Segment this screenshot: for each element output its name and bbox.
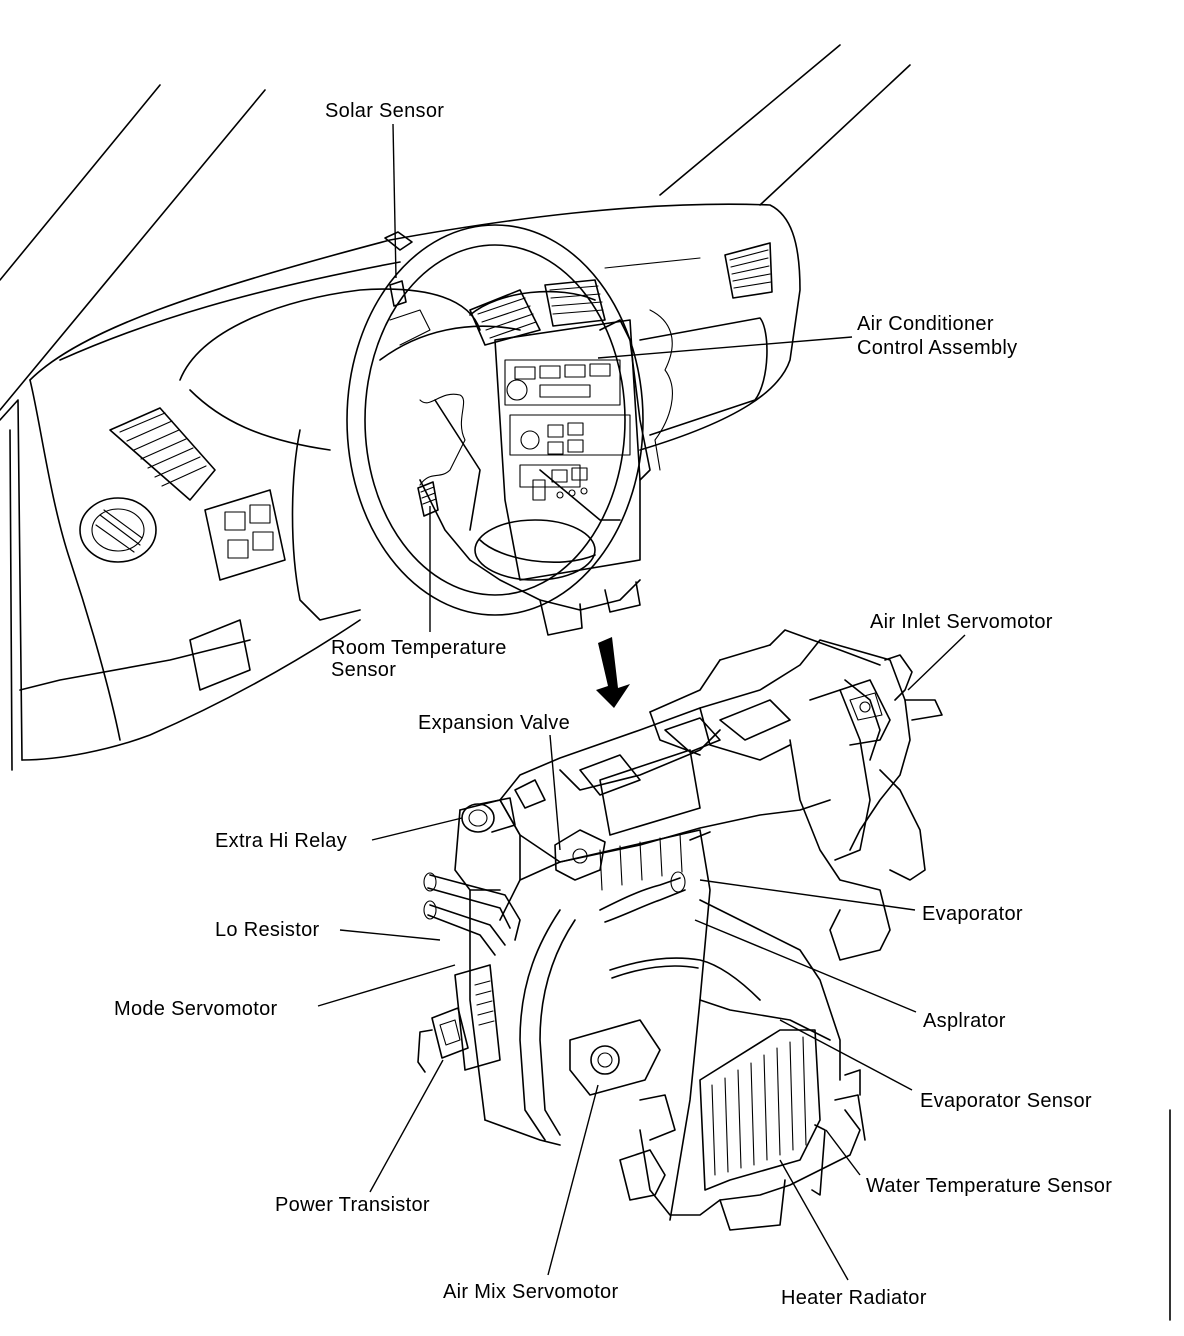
label-expansion-valve: Expansion Valve [418, 712, 570, 734]
label-room-temp-line2: Sensor [331, 659, 397, 681]
label-evaporator-sensor: Evaporator Sensor [920, 1090, 1092, 1112]
label-solar-sensor: Solar Sensor [325, 100, 445, 122]
label-air-inlet-servomotor: Air Inlet Servomotor [870, 611, 1053, 633]
label-air-mix-servomotor: Air Mix Servomotor [443, 1281, 619, 1303]
label-ac-control-line2: Control Assembly [857, 337, 1018, 359]
label-heater-radiator: Heater Radiator [781, 1287, 927, 1309]
leader-lines [317, 123, 966, 1281]
label-water-temperature-sensor: Water Temperature Sensor [866, 1175, 1113, 1197]
label-extra-hi-relay: Extra Hi Relay [215, 830, 348, 852]
hvac-unit-drawing [417, 629, 1171, 1321]
label-power-transistor: Power Transistor [275, 1194, 430, 1216]
label-aspirator: Asplrator [923, 1010, 1006, 1032]
dashboard-drawing [0, 44, 911, 771]
label-mode-servomotor: Mode Servomotor [114, 998, 278, 1020]
label-ac-control-line1: Air Conditioner [857, 313, 994, 335]
label-evaporator: Evaporator [922, 903, 1023, 925]
label-room-temp-line1: Room Temperature [331, 637, 507, 659]
label-lo-resistor: Lo Resistor [215, 919, 320, 941]
